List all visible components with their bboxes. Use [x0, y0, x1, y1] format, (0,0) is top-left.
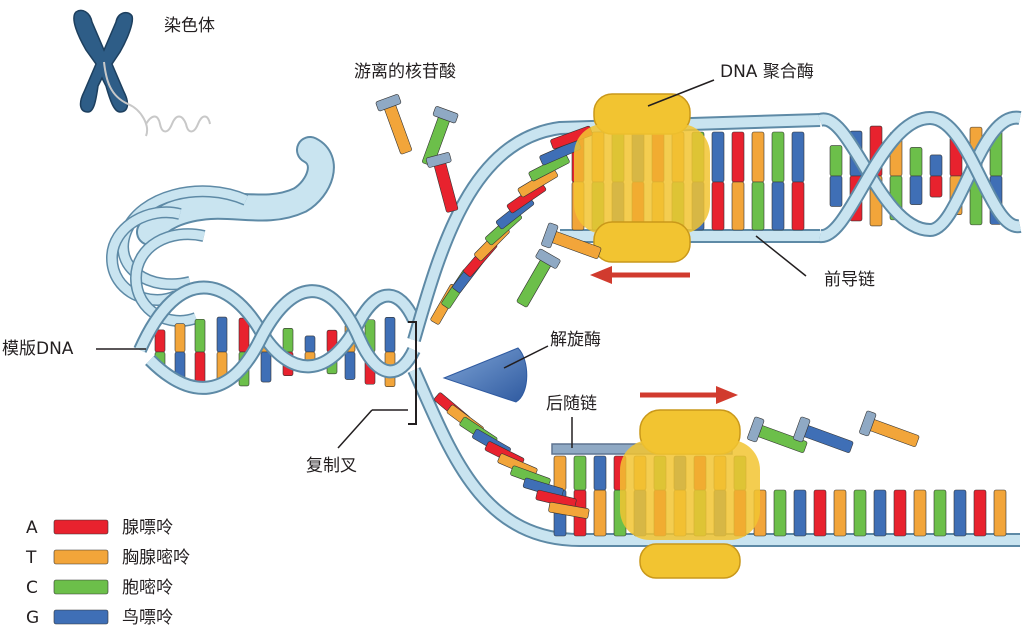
legend-name-c: 胞嘧呤: [122, 578, 173, 598]
base-pair-half: [731, 181, 745, 231]
free-nucleotide-phosphate: [432, 106, 459, 124]
base-pair-half: [793, 489, 807, 537]
legend-letter-a: A: [26, 518, 38, 538]
chromosome-icon: [73, 9, 211, 137]
helicase-icon: [442, 347, 528, 403]
base-pair-half: [194, 351, 206, 386]
base-pair-half: [813, 489, 827, 537]
label-helicase: 解旋酶: [550, 330, 601, 350]
legend-letter-t: T: [26, 548, 37, 568]
base-pair-half: [260, 351, 272, 383]
free-nucleotide-phosphate: [426, 152, 452, 168]
lagging-direction-arrow: [640, 386, 738, 404]
label-replication-fork: 复制叉: [306, 456, 357, 476]
label-free-nucleotides: 游离的核苷酸: [354, 62, 456, 82]
base-pair-half: [973, 489, 987, 537]
base-pair-half: [216, 316, 228, 353]
base-pair-half: [791, 181, 805, 231]
base-pair-half: [909, 175, 923, 205]
dna-polymerase-lower: [620, 409, 760, 579]
free-nucleotide: [868, 419, 920, 447]
label-lagging-strand: 后随链: [546, 394, 597, 414]
base-pair-half: [993, 489, 1007, 537]
base-pair-half: [731, 131, 745, 183]
free-nucleotide-phosphate: [541, 222, 559, 249]
base-pair-half: [282, 327, 294, 353]
base-pair-half: [833, 489, 847, 537]
label-dna-polymerase: DNA 聚合酶: [720, 62, 814, 82]
base-pair-half: [751, 181, 765, 231]
legend-letter-c: C: [26, 578, 38, 598]
base-pair-half: [711, 181, 725, 231]
base-pair-half: [174, 323, 186, 353]
base-pair-half: [344, 351, 356, 380]
free-nucleotide-phosphate: [747, 416, 765, 443]
replication-fork-bracket: [337, 321, 417, 449]
base-pair-half: [573, 455, 587, 491]
base-pair-half: [791, 131, 805, 183]
base-pair-half: [771, 131, 785, 183]
legend-name-a: 腺嘌呤: [122, 518, 173, 538]
free-nucleotide: [433, 161, 459, 213]
base-pair-half: [953, 489, 967, 537]
free-nucleotide: [802, 425, 854, 453]
label-leading-strand: 前导链: [824, 270, 875, 290]
base-pair-half: [553, 455, 567, 491]
free-nucleotide: [384, 103, 412, 155]
free-nucleotide-phosphate: [535, 248, 561, 269]
legend-swatch-t: [53, 549, 109, 565]
free-nucleotides: [375, 94, 920, 453]
legend-swatch-c: [53, 579, 109, 595]
legend-name-t: 胸腺嘧呤: [122, 548, 190, 568]
base-pair-half: [304, 335, 316, 353]
template-double-helix: [133, 280, 421, 395]
free-nucleotide-phosphate: [375, 94, 402, 112]
label-template-dna: 模版DNA: [2, 339, 74, 359]
leading-direction-arrow: [590, 266, 690, 284]
legend-swatches: [53, 519, 109, 625]
base-pair-half: [913, 489, 927, 537]
base-pair-half: [593, 489, 607, 537]
base-pair-half: [194, 318, 206, 353]
base-pair-half: [853, 489, 867, 537]
base-pair-half: [929, 154, 943, 177]
base-pair-half: [154, 329, 166, 353]
dna-polymerase-upper: [574, 93, 710, 263]
base-pair-half: [771, 181, 785, 231]
base-pair-half: [829, 175, 843, 207]
legend-swatch-a: [53, 519, 109, 535]
base-pair-half: [711, 131, 725, 183]
label-chromosome: 染色体: [164, 16, 215, 36]
legend-letter-g: G: [26, 608, 40, 628]
legend-swatch-g: [53, 609, 109, 625]
leader-lines: [96, 79, 807, 448]
base-pair-half: [933, 489, 947, 537]
supercoiled-dna: [105, 136, 335, 327]
base-pair-half: [384, 316, 396, 353]
free-nucleotide-phosphate: [859, 410, 877, 437]
base-pair-half: [829, 145, 843, 177]
base-pair-half: [893, 489, 907, 537]
free-nucleotide: [516, 258, 552, 308]
leading-branch: [407, 110, 1022, 342]
base-pair-half: [873, 489, 887, 537]
template-base-lagging: [548, 502, 590, 519]
base-pair-half: [909, 147, 923, 177]
base-pair-half: [929, 175, 943, 198]
base-pair-half: [593, 455, 607, 491]
free-nucleotide-phosphate: [793, 416, 811, 443]
legend-name-g: 鸟嘌呤: [122, 608, 173, 628]
base-pair-half: [751, 131, 765, 183]
base-pair-half: [773, 489, 787, 537]
